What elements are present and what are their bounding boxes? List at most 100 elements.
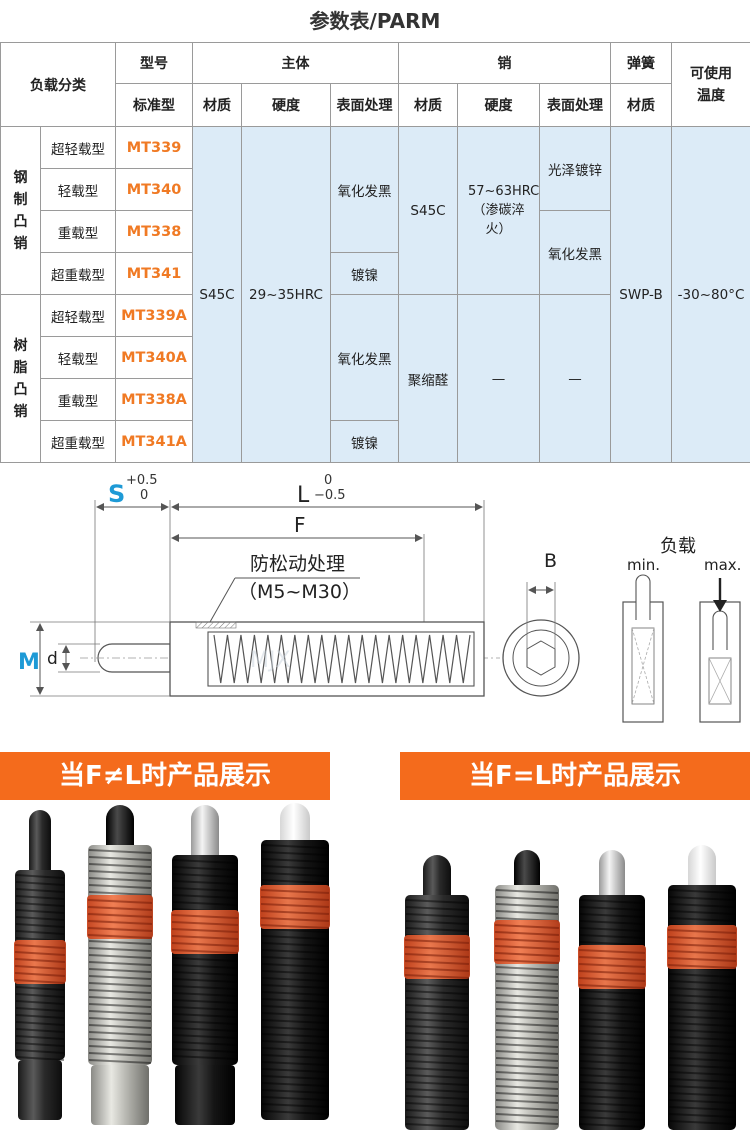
product-6-thread bbox=[495, 1043, 559, 1048]
product-6-anti-loose-thread bbox=[494, 938, 560, 943]
pin-resin-surface: — bbox=[538, 294, 612, 463]
product-4-thread bbox=[261, 928, 329, 933]
dim-l-tol-plus: 0 bbox=[324, 473, 332, 488]
spring-material: SWP-B bbox=[610, 126, 673, 463]
product-7-thread bbox=[579, 934, 645, 939]
product-8-thread bbox=[668, 973, 736, 978]
product-4-thread bbox=[261, 977, 329, 982]
group-steel: 钢制凸销 bbox=[0, 126, 41, 295]
product-8-thread bbox=[668, 889, 736, 894]
product-3-thread bbox=[172, 992, 238, 997]
header-spring-material: 材质 bbox=[610, 83, 673, 127]
product-8-thread bbox=[668, 1092, 736, 1097]
product-6-anti-loose-thread bbox=[494, 959, 560, 964]
product-1-anti-loose-thread bbox=[14, 965, 66, 970]
product-1-thread bbox=[15, 1049, 65, 1054]
product-5-pin-tip bbox=[423, 855, 451, 883]
product-2-thread bbox=[88, 989, 152, 994]
product-1-thread bbox=[15, 993, 65, 998]
product-7-thread bbox=[579, 1046, 645, 1051]
product-4-thread bbox=[261, 970, 329, 975]
product-7-thread bbox=[579, 1123, 645, 1128]
product-2-thread bbox=[88, 1059, 152, 1064]
product-7-thread bbox=[579, 913, 645, 918]
product-4-thread bbox=[261, 1061, 329, 1066]
product-3-thread bbox=[172, 1020, 238, 1025]
product-7-thread bbox=[579, 1109, 645, 1114]
row-model: MT340A bbox=[115, 336, 193, 379]
product-2-thread bbox=[88, 975, 152, 980]
product-6-thread bbox=[495, 1001, 559, 1006]
product-6-thread bbox=[495, 973, 559, 978]
row-load: 超重载型 bbox=[40, 420, 116, 463]
product-5-thread bbox=[405, 1067, 469, 1072]
product-6-thread bbox=[495, 1029, 559, 1034]
body-surface-nickel: 镀镍 bbox=[330, 252, 399, 295]
product-4-thread bbox=[261, 1012, 329, 1017]
product-7-anti-loose-thread bbox=[578, 977, 646, 982]
header-standard: 标准型 bbox=[115, 83, 193, 127]
product-8-thread bbox=[668, 1099, 736, 1104]
product-2-thread bbox=[88, 982, 152, 987]
load-min-diagram bbox=[622, 574, 664, 723]
product-6-thread bbox=[495, 1099, 559, 1104]
product-1-thread bbox=[15, 930, 65, 935]
product-8-thread bbox=[668, 1022, 736, 1027]
product-6-thread bbox=[495, 1078, 559, 1083]
product-4-thread bbox=[261, 1075, 329, 1080]
product-4-thread bbox=[261, 984, 329, 989]
usable-temp: -30~80°C bbox=[671, 126, 750, 463]
hex-socket bbox=[526, 640, 556, 676]
product-6-pin-tip bbox=[514, 850, 540, 876]
product-1-anti-loose-thread bbox=[14, 979, 66, 984]
header-pin-material: 材质 bbox=[398, 83, 458, 127]
product-8-thread bbox=[668, 1113, 736, 1118]
product-8-thread bbox=[668, 1106, 736, 1111]
product-4-thread bbox=[261, 1026, 329, 1031]
product-8-anti-loose-thread bbox=[667, 929, 737, 934]
product-2-thread bbox=[88, 954, 152, 959]
product-4-thread bbox=[261, 1103, 329, 1108]
spring-shape bbox=[213, 634, 471, 684]
product-1-tail bbox=[18, 1060, 62, 1120]
row-load: 超轻载型 bbox=[40, 294, 116, 337]
product-5-thread bbox=[405, 1039, 469, 1044]
anti-loose-patch bbox=[195, 621, 237, 629]
product-6-thread bbox=[495, 1036, 559, 1041]
load-label: 负载 bbox=[660, 536, 696, 557]
product-2-thread bbox=[88, 863, 152, 868]
product-7-thread bbox=[579, 1060, 645, 1065]
product-8-thread bbox=[668, 980, 736, 985]
product-4-anti-loose-thread bbox=[260, 917, 330, 922]
product-8-anti-loose-thread bbox=[667, 957, 737, 962]
product-7-thread bbox=[579, 990, 645, 995]
product-2-tail bbox=[91, 1065, 149, 1125]
row-load: 超重载型 bbox=[40, 252, 116, 295]
product-8-pin-tip bbox=[688, 845, 716, 873]
product-1-thread bbox=[15, 1028, 65, 1033]
product-1-thread bbox=[15, 1007, 65, 1012]
product-5-thread bbox=[405, 1025, 469, 1030]
row-model: MT340 bbox=[115, 168, 193, 211]
product-3-thread bbox=[172, 1006, 238, 1011]
product-4-thread bbox=[261, 851, 329, 856]
product-8-anti-loose-thread bbox=[667, 936, 737, 941]
body-hardness: 29~35HRC bbox=[241, 126, 331, 463]
product-3-thread bbox=[172, 873, 238, 878]
product-3-anti-loose-thread bbox=[171, 942, 239, 947]
product-3-thread bbox=[172, 964, 238, 969]
product-4-thread bbox=[261, 1068, 329, 1073]
banner-f-not-equal-l: 当F≠L时产品展示 bbox=[0, 752, 330, 800]
product-7-thread bbox=[579, 1004, 645, 1009]
row-model: MT339 bbox=[115, 126, 193, 169]
product-8-thread bbox=[668, 917, 736, 922]
product-1-pin-tip bbox=[29, 810, 51, 832]
product-7-thread bbox=[579, 1039, 645, 1044]
dim-s-tol-minus: 0 bbox=[140, 488, 148, 503]
product-2-thread bbox=[88, 968, 152, 973]
product-1-anti-loose-thread bbox=[14, 958, 66, 963]
product-4-thread bbox=[261, 1110, 329, 1115]
product-4-thread bbox=[261, 1019, 329, 1024]
product-4-thread bbox=[261, 1033, 329, 1038]
anti-loose-range: （M5~M30） bbox=[238, 581, 361, 603]
